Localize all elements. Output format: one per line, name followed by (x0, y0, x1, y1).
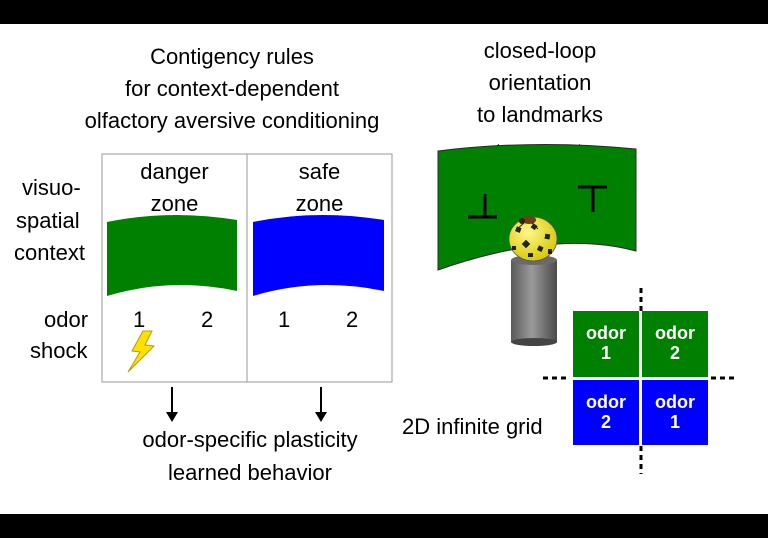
grid-cell-bottom-left: odor 2 (573, 380, 639, 445)
grid-cell-text: odor (586, 323, 626, 343)
danger-odor-2: 2 (201, 307, 214, 332)
safe-zone-label-line-1: safe (298, 159, 341, 184)
odor-row-label: odor (44, 307, 89, 332)
context-label-line-3: context (14, 240, 85, 265)
danger-zone-panel (107, 214, 237, 296)
grid-cell-number: 2 (669, 343, 680, 363)
grid-cell-number: 1 (669, 412, 680, 432)
grid-cell-text: odor (655, 323, 695, 343)
grid-cell-text: odor (655, 392, 695, 412)
grid-cell-bottom-right: odor 1 (642, 380, 708, 445)
grid-cell-top-left: odor 1 (573, 311, 639, 377)
shock-row-label: shock (30, 338, 88, 363)
grid-cell-text: odor (586, 392, 626, 412)
contingency-title-line-2: for context-dependent (124, 76, 340, 101)
grid-dotted-lines (543, 288, 738, 474)
danger-zone-label-line-1: danger (140, 159, 209, 184)
grid-label: 2D infinite grid (402, 414, 543, 439)
figure-graphics (101, 143, 738, 474)
grid-cell-number: 1 (600, 343, 611, 363)
contingency-title-line-3: olfactory aversive conditioning (84, 108, 380, 133)
grid-cell-number: 2 (600, 412, 611, 432)
setup-label-line-3: to landmarks (477, 102, 603, 127)
safe-zone-panel (253, 214, 384, 296)
cylinder-stand (511, 255, 557, 346)
landmark-t-icon (578, 185, 607, 212)
odor-grid: odor 1 odor 2 odor 2 odor 1 (573, 311, 708, 445)
contingency-title-line-1: Contigency rules (150, 44, 314, 69)
safe-odor-2: 2 (346, 307, 359, 332)
grid-cell-top-right: odor 2 (642, 311, 708, 377)
fly-on-ball-icon (508, 216, 558, 262)
setup-label-line-2: orientation (488, 70, 592, 95)
down-arrow-icon (166, 387, 178, 422)
setup-label-line-1: closed-loop (483, 38, 597, 63)
context-label-line-1: visuo- (22, 175, 81, 200)
context-label-line-2: spatial (16, 208, 80, 233)
lightning-icon (127, 330, 156, 373)
outcome-line-2: learned behavior (168, 460, 332, 485)
outcome-line-1: odor-specific plasticity (142, 427, 358, 452)
danger-zone-label-line-2: zone (150, 191, 199, 216)
landmark-inverted-t-icon (468, 194, 497, 219)
safe-zone-label-line-2: zone (295, 191, 344, 216)
figure-canvas: Contigency rules for context-dependent o… (0, 24, 768, 514)
safe-odor-1: 1 (278, 307, 291, 332)
down-arrow-icon (315, 387, 327, 422)
danger-odor-1: 1 (133, 307, 146, 332)
arena-wall (437, 143, 637, 271)
